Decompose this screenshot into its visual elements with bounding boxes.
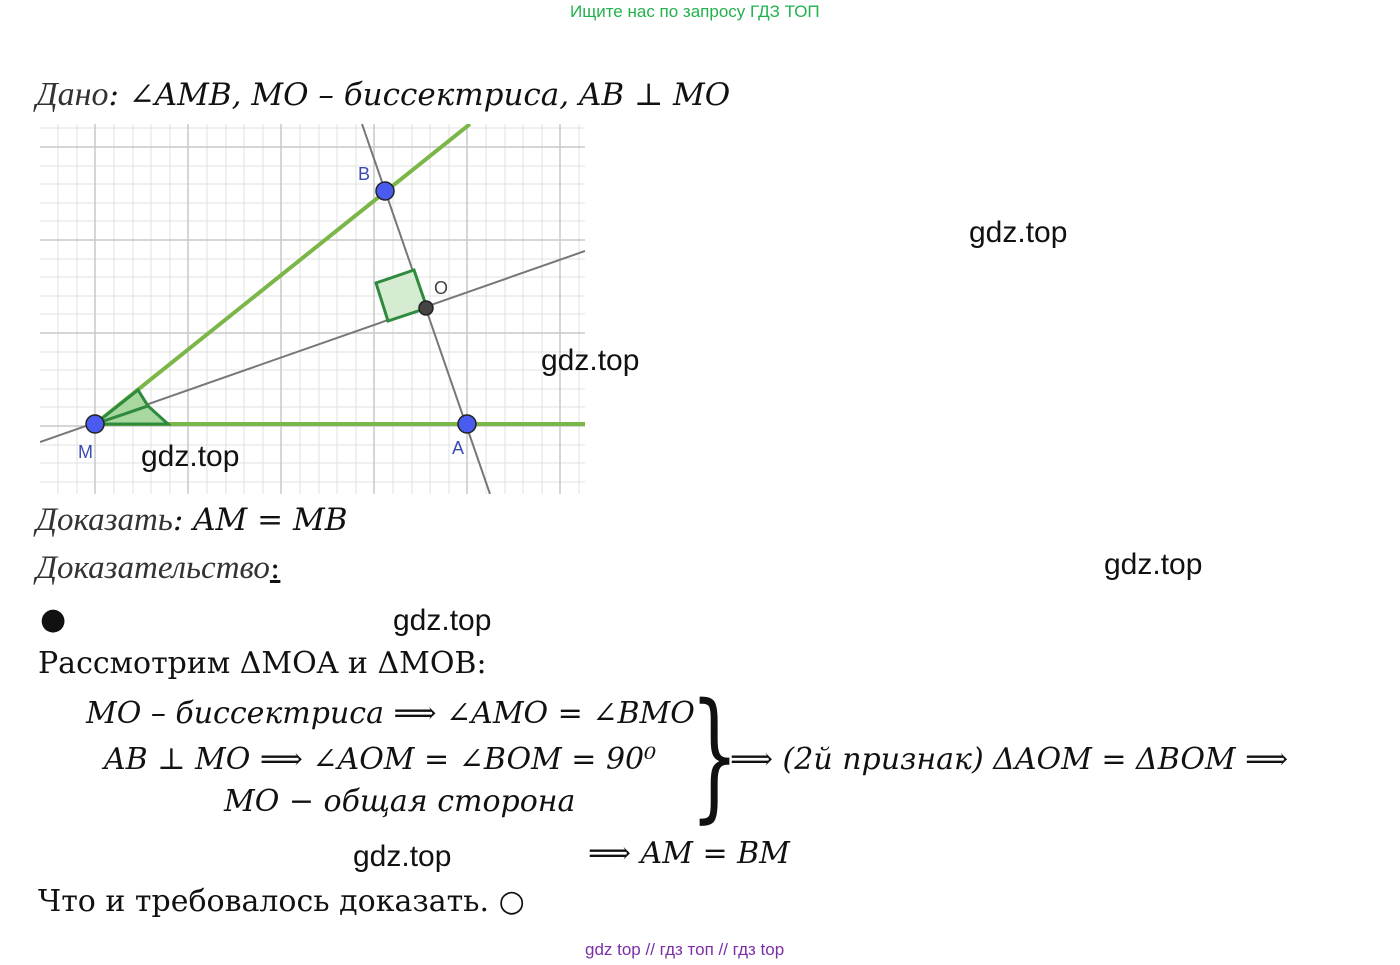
watermark: gdz.top [1104, 548, 1203, 581]
search-hint-link[interactable]: Ищите нас по запросу ГДЗ ТОП [570, 2, 820, 21]
proof-heading: Доказательство: [36, 550, 280, 587]
watermark: gdz.top [969, 216, 1068, 249]
ray-mb [93, 124, 472, 426]
given-text: : ∠AMB, MO – биссектриса, AB ⊥ MO [108, 77, 731, 113]
proof-line-2: AB ⊥ MO ⟹ ∠AOM = ∠BOM = 90⁰ [104, 742, 657, 777]
proof-colon: : [269, 550, 281, 586]
given-label: Дано [36, 76, 109, 113]
proof-line-3: MO − общая сторона [224, 784, 576, 819]
proof-label: Доказательство [36, 550, 270, 586]
right-angle-mark [374, 268, 429, 323]
label-o: O [434, 278, 448, 298]
prove-line: Доказать: AM = MB [36, 502, 347, 539]
minor-grid [40, 124, 585, 494]
point-o[interactable] [418, 300, 434, 316]
watermark: gdz.top [541, 344, 640, 377]
right-brace: } [690, 674, 739, 837]
point-a[interactable] [457, 414, 477, 434]
given-line: Дано: ∠AMB, MO – биссектриса, AB ⊥ MO [36, 76, 730, 114]
footer-links[interactable]: gdz top // гдз топ // гдз top [585, 940, 785, 959]
label-a: A [452, 438, 464, 458]
prove-label: Доказать [36, 502, 173, 538]
label-b: B [358, 164, 370, 184]
watermark: gdz.top [141, 440, 240, 473]
conclusion-1: ⟹ (2й признак) ΔAOM = ΔBOM ⟹ [730, 742, 1289, 777]
watermark: gdz.top [393, 604, 492, 637]
watermark: gdz.top [353, 840, 452, 873]
point-b[interactable] [375, 181, 395, 201]
geometry-figure: B O M A [40, 124, 585, 494]
major-grid [40, 124, 585, 494]
point-m[interactable] [85, 414, 105, 434]
consider-line: Рассмотрим ΔMOA и ΔMOB: [38, 646, 487, 681]
angle-amo-mark [94, 404, 172, 426]
conclusion-2: ⟹ AM = BM [588, 836, 790, 871]
bullet: ● [40, 602, 67, 637]
prove-text: : AM = MB [172, 502, 348, 538]
proof-line-1: MO – биссектриса ⟹ ∠AMO = ∠BMO [86, 696, 695, 731]
label-m: M [78, 442, 93, 462]
qed-line: Что и требовалось доказать. ○ [38, 884, 525, 919]
